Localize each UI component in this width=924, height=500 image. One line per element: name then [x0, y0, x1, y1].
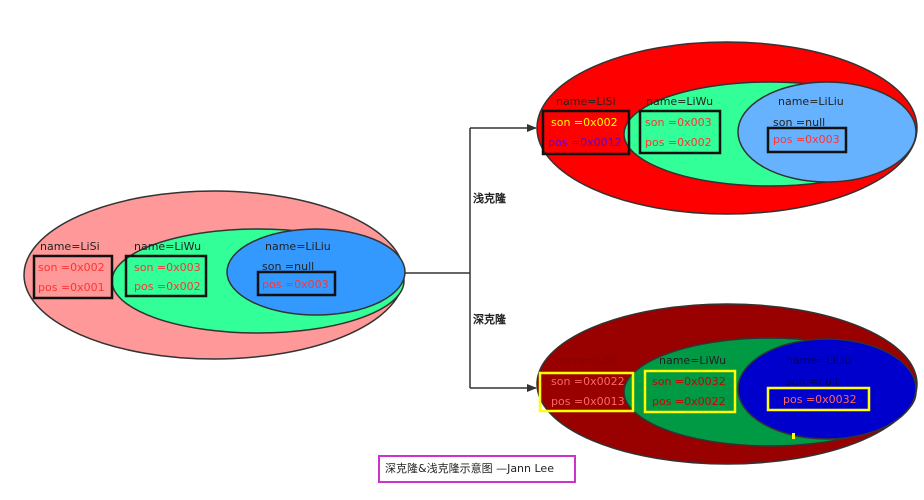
liliu-pos: pos =0x003 [773, 133, 840, 146]
original-object: name=LiSi son =0x002 pos =0x001 name=LiW… [23, 190, 406, 360]
liwu-ref-box [643, 369, 737, 414]
lisi-pos: pos =0x0013 [551, 395, 625, 408]
lisi-name: name=LiSi [40, 240, 100, 253]
lisi-ref-box [538, 371, 635, 413]
lisi-son: son =0x002 [38, 261, 105, 274]
liwu-son: son =0x003 [645, 116, 712, 129]
liliu-son: son =null [262, 260, 314, 273]
connector-lines [405, 124, 537, 392]
liliu-ref-box [766, 126, 848, 154]
deep-clone: name=LiSi son =0x0022 pos =0x0013 name=L… [536, 303, 918, 465]
lisi-son: son =0x002 [551, 116, 618, 129]
lisi-pos: pos =0x001 [38, 281, 105, 294]
diagram-caption: 深克隆&浅克隆示意图 —Jann Lee [378, 455, 576, 483]
liwu-pos: pos =0x0022 [652, 395, 726, 408]
liwu-name: name=LiWu [134, 240, 201, 253]
liwu-name: name=LiWu [659, 354, 726, 367]
liliu-name: name=LiLiu [786, 354, 852, 367]
liliu-name: name=LiLiu [778, 95, 844, 108]
liwu-ref-box [638, 109, 722, 155]
liliu-name: name=LiLiu [265, 240, 331, 253]
lisi-ref-box [32, 254, 114, 300]
liliu-pos: pos =0x0032 [783, 393, 857, 406]
lisi-son: son =0x0022 [551, 375, 625, 388]
lisi-name: name=LiSi [556, 354, 616, 367]
liliu-pos: pos =0x003 [262, 278, 329, 291]
liwu-pos: pos =0x002 [134, 280, 201, 293]
shallow-clone-label: 浅克隆 [473, 191, 507, 205]
lisi-name: name=LiSi [556, 95, 616, 108]
liliu-ellipse [737, 81, 917, 183]
liliu-ref-box [256, 270, 337, 297]
deep-clone-label: 深克隆 [473, 312, 507, 326]
shallow-clone: name=LiSi son =0x002 pos =0x0012 name=Li… [536, 41, 918, 215]
lisi-ref-box [541, 109, 631, 156]
liwu-son: son =0x0032 [652, 375, 726, 388]
liwu-pos: pos =0x002 [645, 136, 712, 149]
liwu-ref-box [124, 254, 208, 298]
liliu-son: son =null [786, 375, 838, 388]
liliu-ref-box [766, 386, 871, 412]
yellow-marker-dot [792, 433, 795, 439]
liwu-son: son =0x003 [134, 261, 201, 274]
lisi-pos: pos =0x0012 [548, 136, 622, 149]
liwu-name: name=LiWu [646, 95, 713, 108]
liliu-son: son =null [773, 116, 825, 129]
